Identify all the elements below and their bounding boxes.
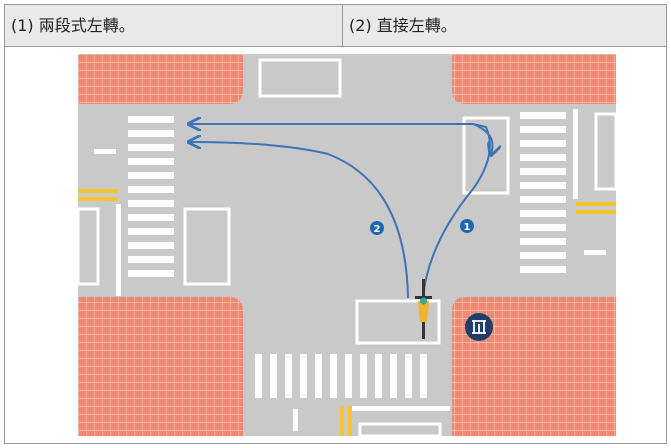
left-crosswalk bbox=[128, 116, 174, 277]
left-waiting-box bbox=[183, 207, 231, 286]
intersection-diagram: 1 2 bbox=[78, 54, 616, 436]
path-direct-left-turn bbox=[190, 142, 409, 299]
left-lane-dash bbox=[94, 149, 116, 154]
sidewalk-bottom-right bbox=[452, 297, 616, 436]
svg-text:1: 1 bbox=[464, 222, 471, 233]
right-crosswalk bbox=[520, 112, 566, 273]
right-stop-line bbox=[573, 109, 578, 199]
header-direct-left-turn: (2) 直接左轉。 bbox=[349, 16, 457, 35]
right-lane-dash bbox=[584, 250, 606, 255]
right-waiting-box bbox=[462, 116, 510, 195]
marker-1: 1 bbox=[460, 219, 474, 233]
sidewalk-top-left bbox=[78, 54, 243, 104]
header-two-stage-left-turn: (1) 兩段式左轉。 bbox=[5, 5, 343, 46]
svg-text:2: 2 bbox=[374, 224, 381, 235]
marker-2: 2 bbox=[370, 221, 384, 235]
bottom-stop-line bbox=[350, 406, 450, 411]
waiting-zone-sign-icon bbox=[465, 313, 493, 341]
table-header-row: (1) 兩段式左轉。 (2) 直接左轉。 bbox=[5, 5, 666, 47]
top-lane-box bbox=[258, 58, 342, 98]
left-yellow-line-2 bbox=[78, 197, 118, 201]
path-two-stage-hook bbox=[472, 123, 493, 154]
bottom-edge-box bbox=[358, 422, 442, 436]
sidewalk-top-right bbox=[452, 54, 616, 104]
right-edge-box bbox=[594, 112, 616, 191]
left-yellow-line-1 bbox=[78, 189, 118, 193]
bicycle-icon bbox=[415, 279, 432, 339]
bottom-yellow-line-2 bbox=[348, 406, 352, 436]
sidewalk-bottom-left bbox=[78, 297, 243, 436]
right-yellow-line-2 bbox=[576, 210, 616, 214]
right-yellow-line-1 bbox=[576, 202, 616, 206]
left-edge-box bbox=[78, 207, 100, 286]
bottom-lane-dash bbox=[293, 409, 298, 431]
bottom-yellow-line-1 bbox=[340, 406, 344, 436]
left-stop-line bbox=[116, 204, 121, 296]
bottom-crosswalk bbox=[255, 354, 427, 398]
bottom-waiting-box bbox=[355, 299, 441, 345]
